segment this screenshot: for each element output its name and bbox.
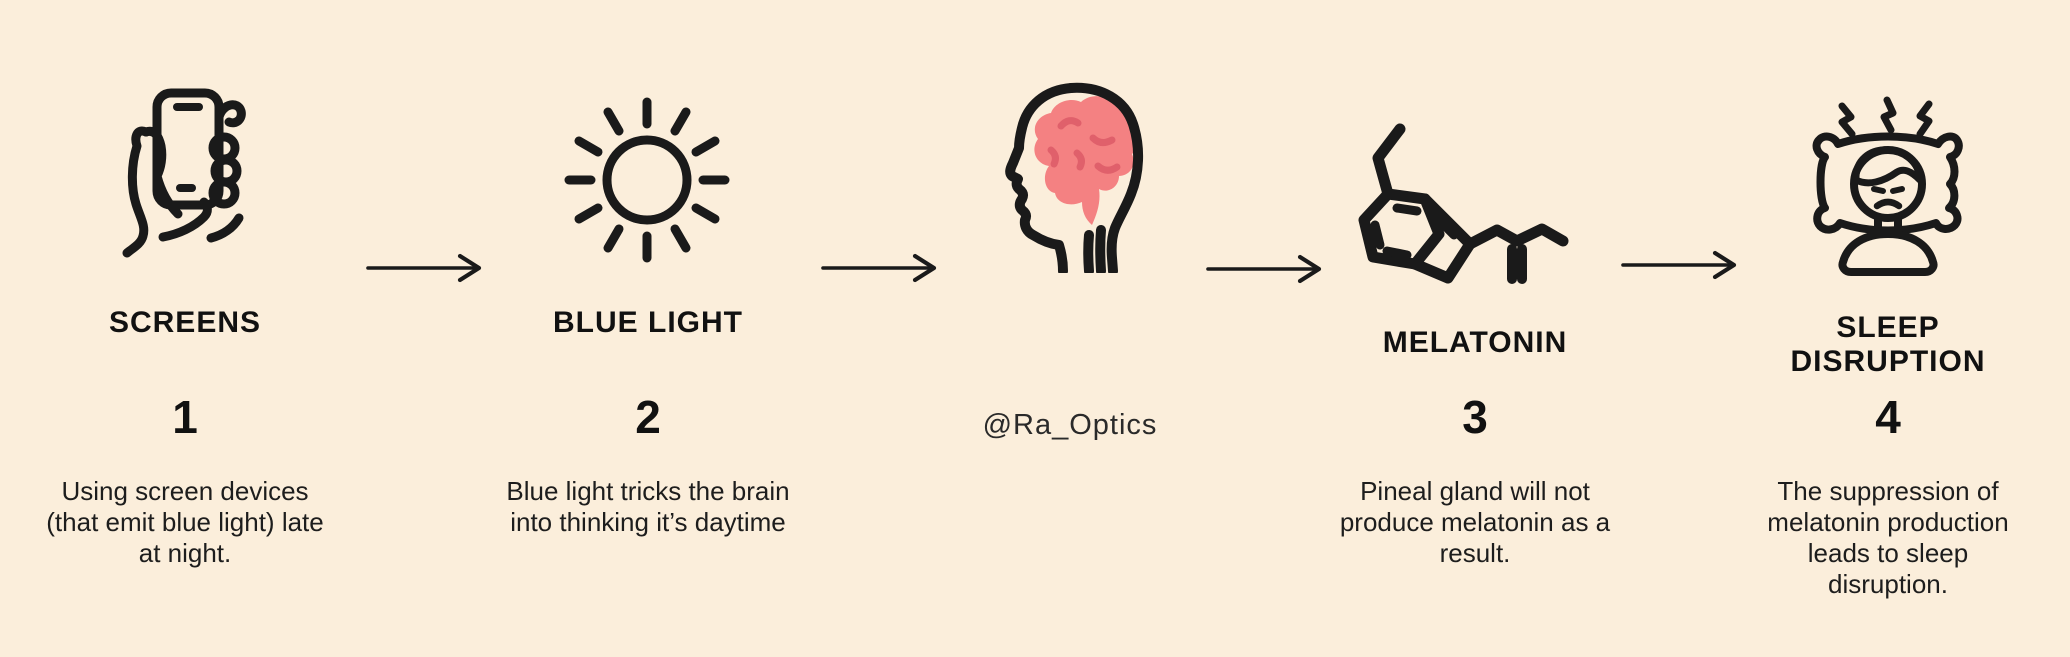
step-description-sleep-disruption: The suppression of melatonin production …	[1767, 476, 2009, 599]
sun-icon	[560, 85, 735, 270]
melatonin-molecule-icon	[1340, 96, 1590, 286]
step-title-sleep-disruption: SLEEP DISRUPTION	[1790, 311, 1986, 378]
step-title-blue-light: BLUE LIGHT	[553, 306, 743, 339]
step-description-melatonin: Pineal gland will not produce melatonin …	[1339, 476, 1611, 568]
step-number-1: 1	[172, 391, 198, 443]
flow-arrow-icon	[1620, 249, 1750, 281]
step-description-blue-light: Blue light tricks the brain into thinkin…	[506, 476, 790, 537]
flow-arrow-icon	[820, 252, 950, 284]
step-number-3: 3	[1462, 391, 1488, 443]
step-number-4: 4	[1875, 391, 1901, 443]
step-title-melatonin: MELATONIN	[1382, 326, 1568, 359]
head-with-brain-icon	[985, 78, 1160, 273]
sleeping-person-on-pillow-icon	[1798, 96, 1978, 291]
step-description-screens: Using screen devices (that emit blue lig…	[46, 476, 324, 568]
step-number-2: 2	[635, 391, 661, 443]
flow-arrow-icon	[1205, 253, 1335, 285]
flow-arrow-icon	[365, 252, 495, 284]
step-title-screens: SCREENS	[108, 306, 262, 339]
watermark-handle: @Ra_Optics	[982, 409, 1158, 441]
phone-in-hand-icon	[105, 85, 275, 265]
